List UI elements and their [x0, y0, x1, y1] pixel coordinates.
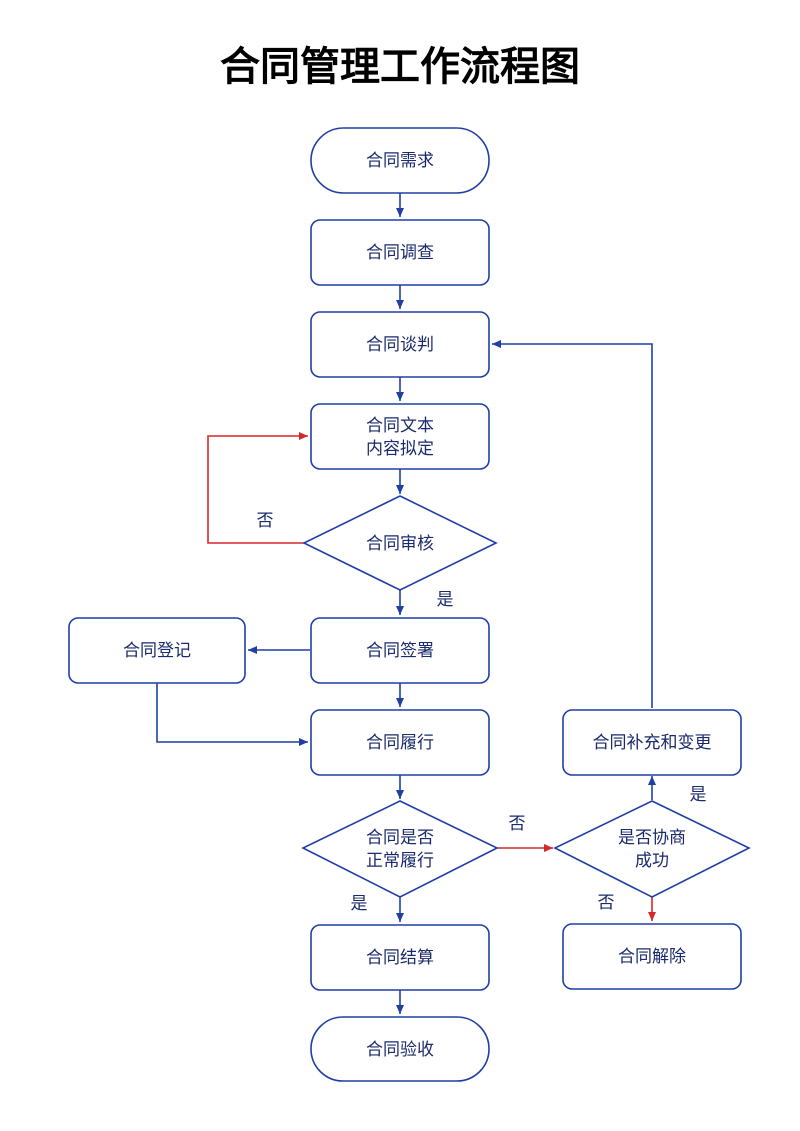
node-draft-label-line1: 合同文本: [366, 416, 434, 436]
nodes: [68, 127, 751, 1082]
node-sign-label: 合同签署: [366, 641, 434, 661]
edge-label-consult-yes: 是: [690, 785, 707, 805]
node-consult-diamond: [553, 800, 751, 898]
node-review-diamond: [302, 495, 498, 591]
node-review-label: 合同审核: [366, 534, 434, 554]
edge-label-normal-no: 否: [509, 814, 526, 834]
connectors: [156, 193, 656, 1014]
node-normal-label-line2: 正常履行: [366, 851, 434, 871]
node-negotiate-box: [310, 311, 490, 378]
edge-register-perform: [156, 683, 308, 746]
edge-review-no-draft: [207, 432, 308, 544]
node-amend-label: 合同补充和变更: [593, 733, 712, 753]
page-title: 合同管理工作流程图: [220, 44, 580, 90]
node-settle-label: 合同结算: [366, 948, 434, 968]
node-demand-terminal: [310, 127, 490, 194]
node-survey-label: 合同调查: [366, 243, 434, 263]
node-amend-box: [562, 709, 742, 776]
edge-label-normal-yes: 是: [351, 894, 368, 914]
edge-label-review-yes: 是: [437, 590, 454, 610]
node-register-label: 合同登记: [123, 641, 191, 661]
node-accept-label: 合同验收: [366, 1040, 434, 1060]
node-perform-box: [310, 709, 490, 776]
node-survey-box: [310, 219, 490, 286]
node-settle-box: [310, 924, 490, 991]
edge-label-review-no: 否: [257, 511, 274, 531]
node-normal-diamond: [301, 800, 499, 898]
node-demand-label: 合同需求: [366, 151, 434, 171]
edge-label-consult-no: 否: [598, 893, 615, 913]
node-perform-label: 合同履行: [366, 733, 434, 753]
node-sign-box: [310, 617, 490, 684]
node-register-box: [68, 617, 246, 684]
no-connectors: [207, 432, 656, 921]
edge-amend-negotiate: [492, 340, 653, 708]
node-draft-box: [310, 403, 490, 470]
node-accept-terminal: [310, 1016, 490, 1082]
node-draft-label-line2: 内容拟定: [366, 439, 434, 459]
node-terminate-box: [562, 923, 742, 990]
node-normal-label-line1: 合同是否: [366, 828, 434, 848]
node-consult-label-line1: 是否协商: [618, 828, 686, 848]
node-terminate-label: 合同解除: [618, 947, 686, 967]
node-consult-label-line2: 成功: [635, 851, 669, 871]
node-negotiate-label: 合同谈判: [366, 335, 434, 355]
